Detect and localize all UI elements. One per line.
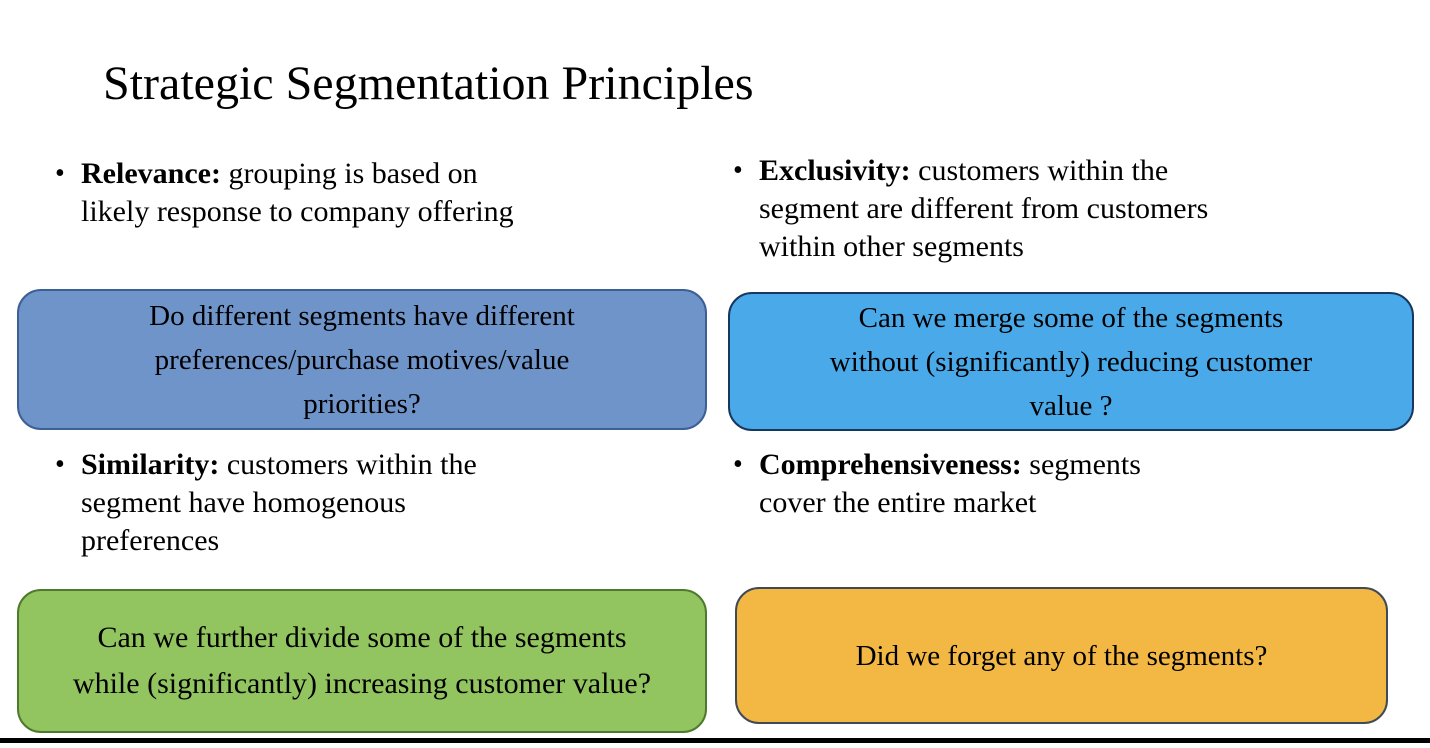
slide-title: Strategic Segmentation Principles — [103, 57, 754, 111]
principle-term: Comprehensiveness: — [759, 448, 1022, 481]
bullet-comprehensiveness: • Comprehensiveness: segments cover the … — [733, 446, 1393, 522]
principle-desc: segments cover the entire market — [759, 448, 1141, 519]
slide-bottom-border — [0, 738, 1430, 743]
principle-desc: customers within the segment have homoge… — [81, 448, 477, 557]
principle-term: Similarity: — [81, 448, 220, 481]
question-text: Can we merge some of the segments withou… — [829, 301, 1313, 422]
question-box-similarity: Can we further divide some of the segmen… — [17, 589, 707, 733]
question-text: Can we further divide some of the segmen… — [72, 621, 652, 700]
principle-text: Comprehensiveness: segments cover the en… — [759, 446, 1141, 522]
bullet-exclusivity: • Exclusivity: customers within the segm… — [733, 152, 1393, 266]
question-text: Did we forget any of the segments? — [855, 639, 1268, 672]
principle-desc: customers within the segment are differe… — [759, 154, 1209, 263]
principle-text: Similarity: customers within the segment… — [81, 446, 477, 560]
principle-text: Exclusivity: customers within the segmen… — [759, 152, 1208, 266]
bullet-relevance: • Relevance: grouping is based on likely… — [55, 155, 655, 231]
question-box-relevance: Do different segments have different pre… — [17, 289, 707, 430]
question-text: Do different segments have different pre… — [149, 299, 575, 420]
bullet-marker: • — [733, 449, 743, 480]
question-box-comprehensiveness: Did we forget any of the segments? — [735, 587, 1388, 724]
bullet-marker: • — [55, 158, 65, 189]
bullet-marker: • — [733, 155, 743, 186]
principle-desc: grouping is based on likely response to … — [81, 157, 514, 228]
bullet-marker: • — [55, 449, 65, 480]
bullet-similarity: • Similarity: customers within the segme… — [55, 446, 655, 560]
principle-term: Exclusivity: — [759, 154, 911, 187]
principle-text: Relevance: grouping is based on likely r… — [81, 155, 514, 231]
question-box-exclusivity: Can we merge some of the segments withou… — [728, 292, 1414, 431]
principle-term: Relevance: — [81, 157, 221, 190]
